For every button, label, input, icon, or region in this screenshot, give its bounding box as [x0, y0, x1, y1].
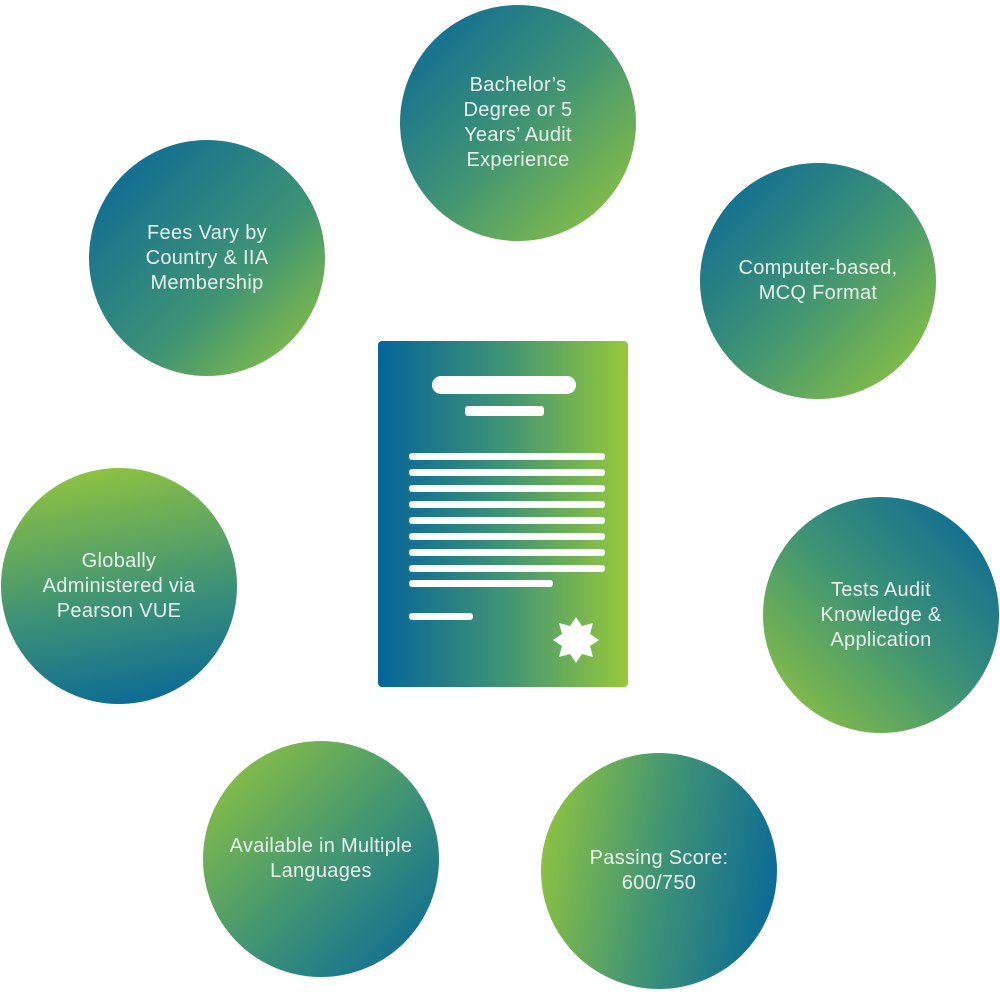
- language-label-available: Available in Multiple Languages: [229, 835, 413, 882]
- requirement-label-degree: Bachelor’s Degree or 5 Years’ Audit Expe…: [463, 74, 573, 171]
- document-line: [409, 453, 605, 460]
- document-line-short: [409, 580, 553, 587]
- document-signature-line: [409, 613, 473, 620]
- document-line: [409, 533, 605, 540]
- document-line: [409, 485, 605, 492]
- format-circle-computer: Computer-based, MCQ Format: [700, 163, 936, 399]
- document-title-bar: [432, 376, 576, 394]
- document-line: [409, 469, 605, 476]
- content-circle-tests: Tests Audit Knowledge & Application: [763, 497, 999, 733]
- format-label-computer: Computer-based, MCQ Format: [738, 257, 898, 304]
- document-subtitle-bar: [465, 406, 544, 416]
- document-line: [409, 501, 605, 508]
- document-line: [409, 565, 605, 572]
- requirement-circle-degree: Bachelor’s Degree or 5 Years’ Audit Expe…: [400, 5, 636, 241]
- score-label-passing: Passing Score: 600/750: [589, 847, 729, 894]
- fees-circle-vary: Fees Vary by Country & IIA Membership: [89, 140, 325, 376]
- seal-badge-icon: [553, 617, 599, 663]
- content-label-tests: Tests Audit Knowledge & Application: [820, 578, 942, 651]
- language-circle-available: Available in Multiple Languages: [203, 741, 439, 977]
- admin-circle-global: Globally Administered via Pearson VUE: [1, 468, 237, 704]
- document-body: [378, 341, 628, 687]
- score-circle-passing: Passing Score: 600/750: [541, 753, 777, 989]
- document-line: [409, 549, 605, 556]
- certificate-document-icon: [378, 341, 628, 687]
- document-line: [409, 517, 605, 524]
- admin-label-global: Globally Administered via Pearson VUE: [42, 549, 196, 622]
- fees-label-vary: Fees Vary by Country & IIA Membership: [145, 221, 269, 294]
